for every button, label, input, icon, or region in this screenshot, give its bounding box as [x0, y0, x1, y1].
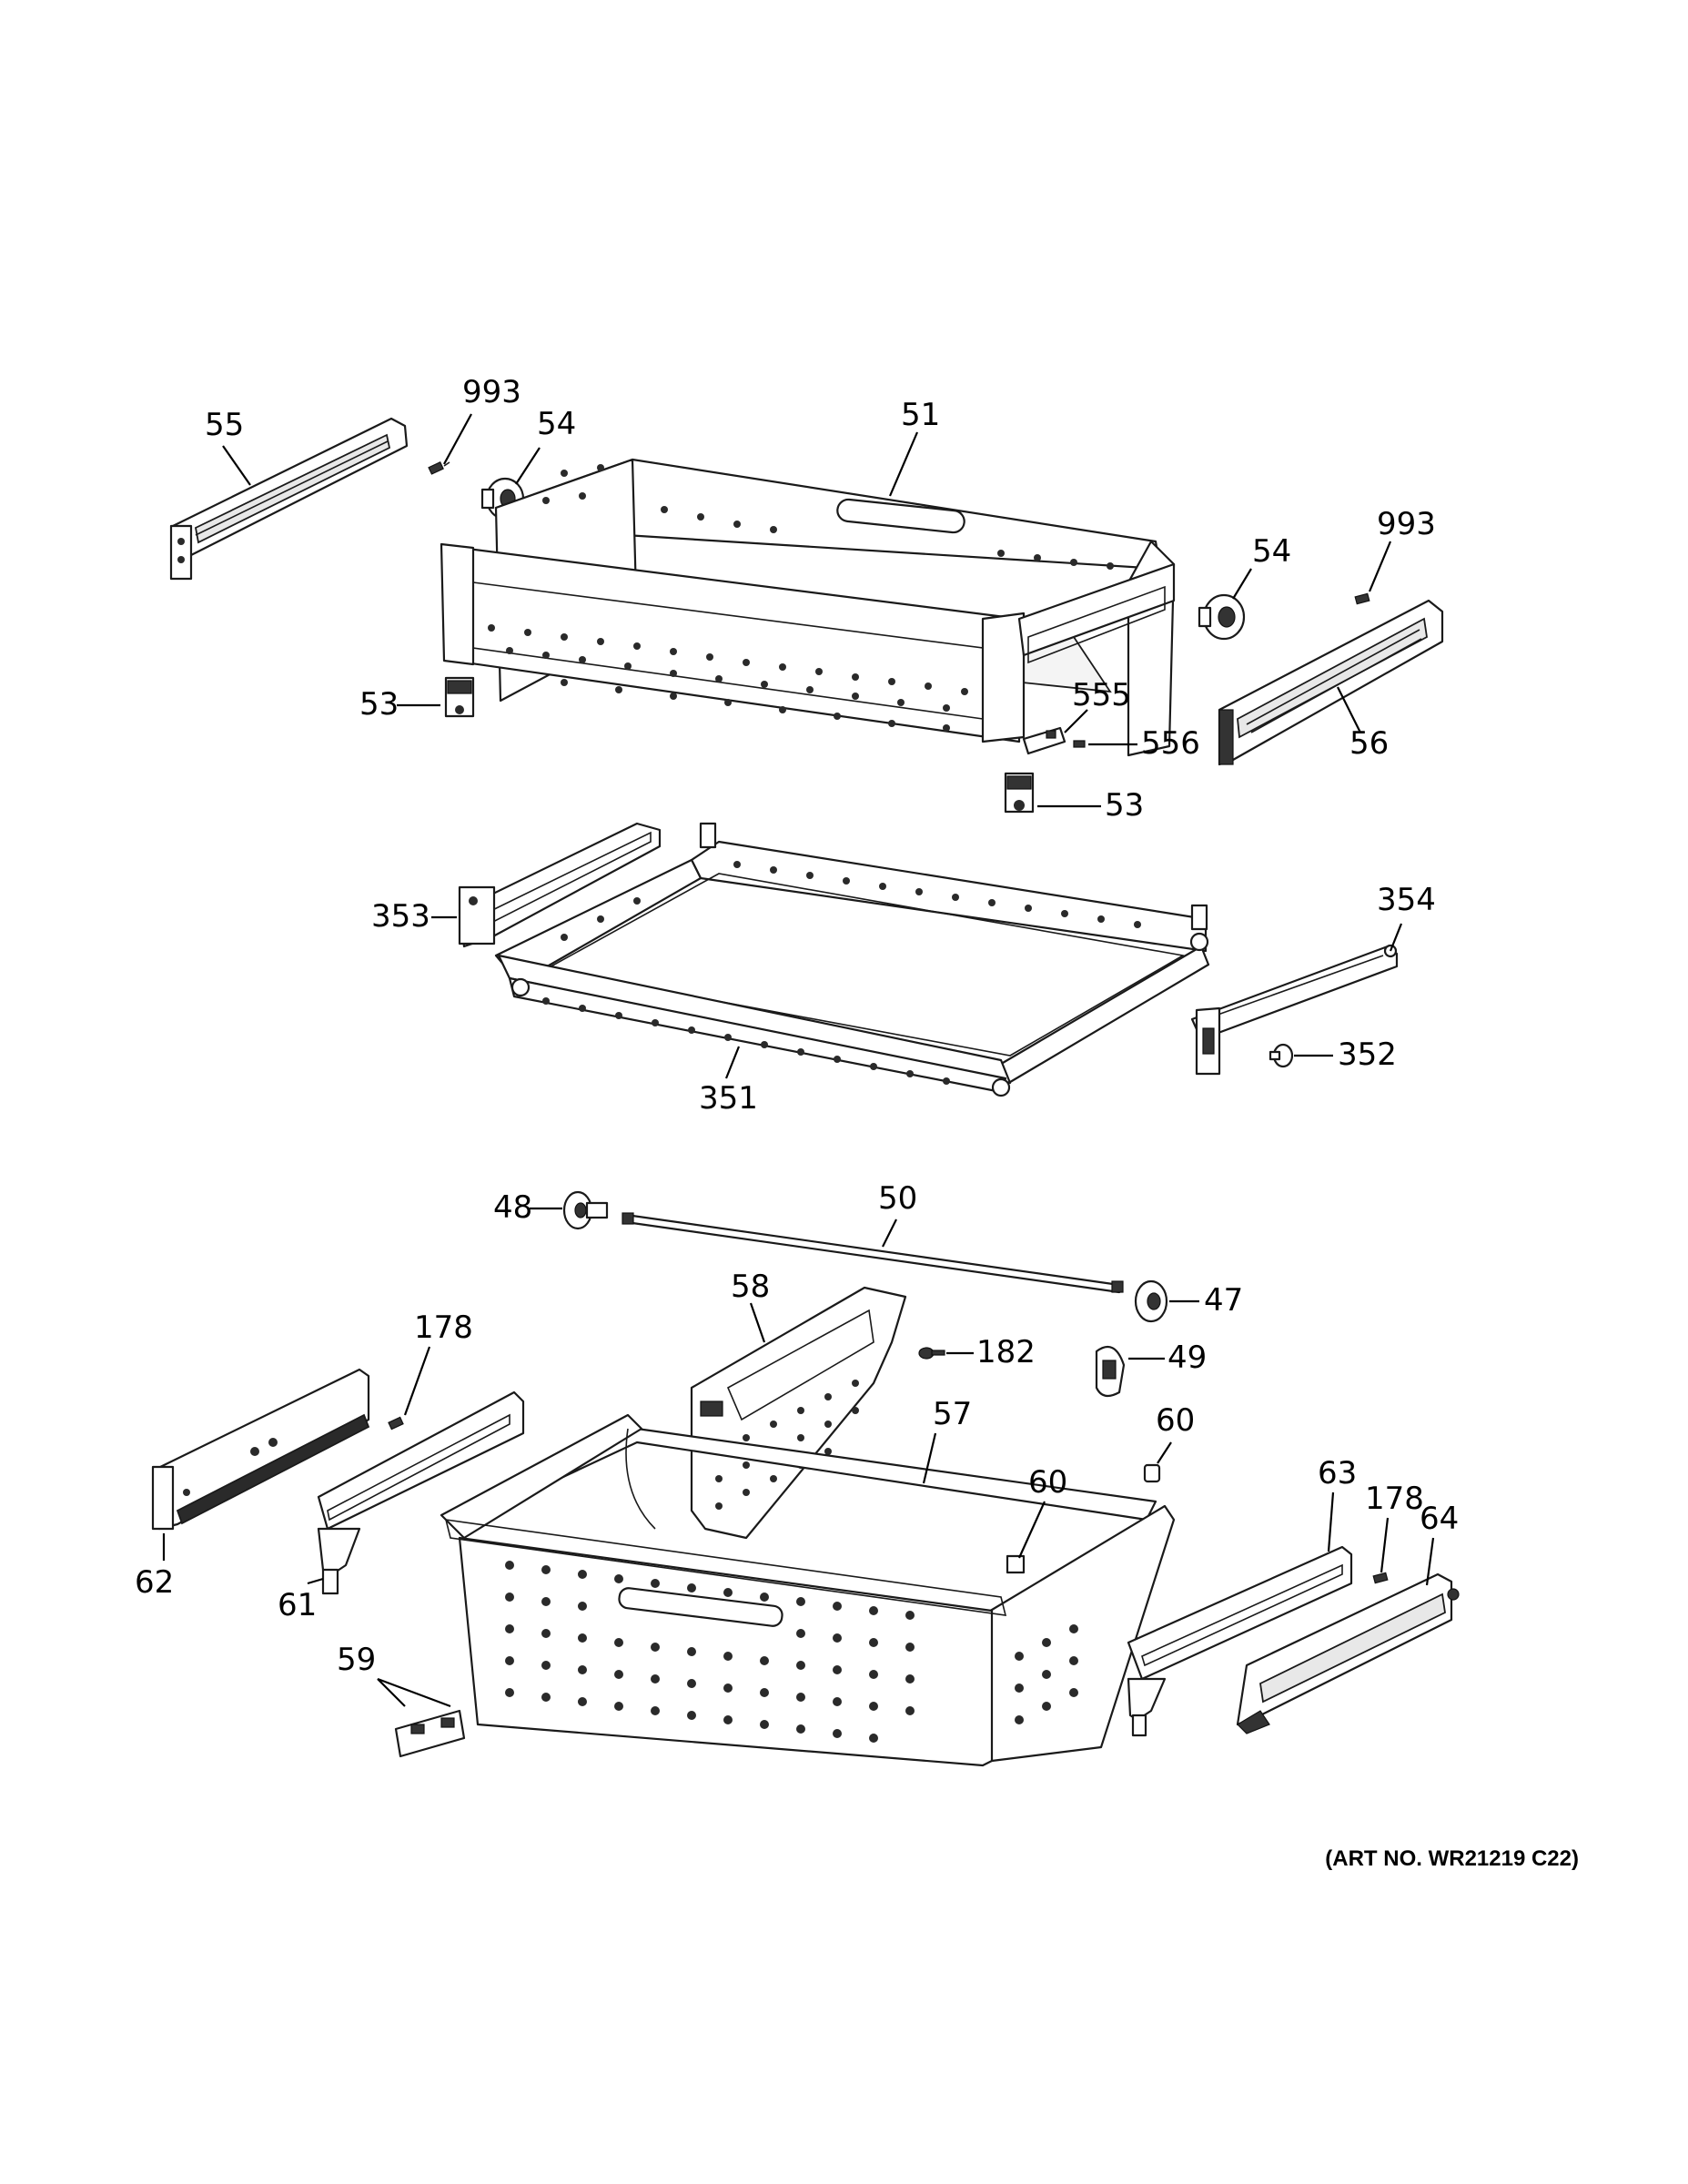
callout-48: 48: [493, 1189, 532, 1226]
callout-54: 54: [537, 406, 576, 442]
callout-53: 53: [1105, 787, 1144, 824]
part-51-upper-drawer: [440, 458, 1176, 757]
part-50-rod: [622, 1212, 1124, 1294]
callout-60: 60: [1156, 1402, 1195, 1439]
part-62-left-rail: [151, 1368, 370, 1531]
callout-63: 63: [1318, 1455, 1357, 1491]
part-178-screw-left: [388, 1416, 404, 1431]
callout-56: 56: [1349, 725, 1389, 762]
part-47-gear: [1134, 1279, 1168, 1323]
part-178-screw-right: [1372, 1572, 1389, 1584]
callout-49: 49: [1167, 1340, 1207, 1376]
part-60-clip-a: [1006, 1554, 1026, 1574]
part-61-left-inner-rail: [317, 1390, 525, 1595]
callout-51: 51: [901, 397, 940, 433]
part-58-divider: [690, 1286, 907, 1540]
callout-59: 59: [337, 1642, 376, 1678]
part-351-frame: [494, 822, 1210, 1097]
part-993-screw-right: [1354, 592, 1370, 605]
part-555-clip: [1022, 726, 1066, 755]
part-56-right-rail: [1218, 599, 1444, 766]
callout-354: 354: [1377, 882, 1436, 918]
part-63-right-inner-rail: [1127, 1545, 1353, 1737]
callout-61: 61: [278, 1587, 317, 1623]
callout-55: 55: [205, 407, 244, 443]
callout-58: 58: [731, 1269, 770, 1305]
callout-352: 352: [1338, 1036, 1397, 1073]
leader-lines: [162, 413, 1435, 1708]
callout-64: 64: [1420, 1501, 1459, 1537]
callout-555: 555: [1072, 677, 1131, 713]
part-182-screw: [918, 1347, 945, 1360]
callout-47: 47: [1204, 1282, 1243, 1319]
callout-178: 178: [1365, 1481, 1424, 1517]
part-54-roller-right: [1198, 593, 1246, 641]
callout-178: 178: [414, 1309, 473, 1346]
part-53-bracket-right: [1004, 772, 1035, 814]
callout-54: 54: [1252, 533, 1291, 570]
callout-53: 53: [359, 686, 399, 723]
part-60-clip-b: [1143, 1463, 1161, 1483]
part-55-left-rail: [169, 417, 409, 581]
art-number: (ART NO. WR21219 C22): [1325, 1846, 1579, 1871]
callout-353: 353: [371, 898, 430, 935]
part-556-screw: [1073, 740, 1086, 748]
part-57-basket: [440, 1413, 1176, 1767]
callout-62: 62: [135, 1564, 174, 1601]
callout-60: 60: [1028, 1464, 1067, 1501]
callout-993: 993: [462, 374, 521, 410]
part-993-screw-left: [428, 461, 450, 475]
callout-labels: 55 993 54 51 54 993 53 555 556 56 53 353…: [135, 374, 1459, 1678]
callout-57: 57: [933, 1396, 972, 1432]
part-353-left-bracket: [458, 822, 662, 948]
callout-50: 50: [878, 1180, 917, 1217]
callout-182: 182: [976, 1334, 1036, 1370]
part-49-bracket: [1095, 1345, 1126, 1398]
callout-993: 993: [1377, 506, 1436, 542]
part-59-clip: [394, 1709, 466, 1758]
part-48-gear: [562, 1190, 609, 1230]
callout-556: 556: [1141, 725, 1200, 762]
part-64-right-outer-rail: [1236, 1572, 1460, 1734]
callout-351: 351: [699, 1080, 758, 1117]
part-53-bracket-left: [444, 676, 475, 718]
part-352-bumper: [1269, 1043, 1294, 1068]
